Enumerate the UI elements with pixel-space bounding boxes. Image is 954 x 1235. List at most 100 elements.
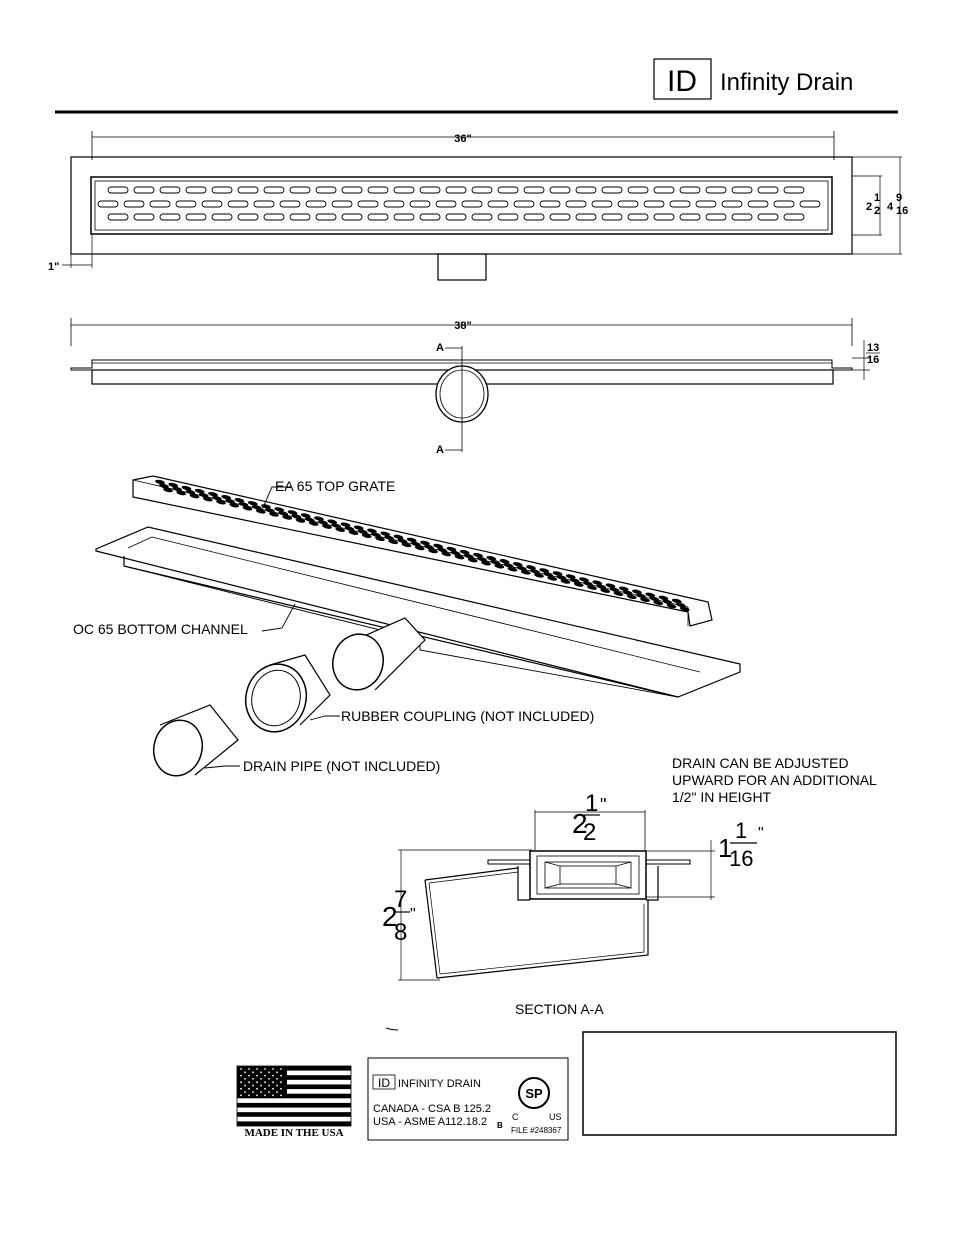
grate-slot — [380, 531, 391, 537]
grate-slot — [445, 186, 467, 194]
grate-slot — [198, 492, 209, 498]
grate-slot — [486, 555, 497, 561]
grate-slot — [428, 548, 438, 554]
grate-slot — [263, 186, 285, 194]
grate-slot — [600, 588, 611, 593]
grate-slot — [300, 513, 311, 518]
grate-slot — [163, 487, 173, 493]
grate-slot — [575, 213, 597, 221]
grate-slot — [565, 574, 576, 579]
grate-slot — [721, 200, 743, 208]
flag-star — [252, 1078, 254, 1080]
label-coupling: RUBBER COUPLING (NOT INCLUDED) — [341, 708, 594, 724]
grate-slot — [221, 494, 232, 500]
flag-star — [272, 1081, 274, 1084]
grate-slot — [401, 542, 412, 548]
flag-star — [256, 1081, 258, 1084]
grate-slot — [573, 582, 584, 587]
flag-star — [260, 1078, 262, 1080]
flag-stripe — [237, 1084, 351, 1090]
grate-slot — [253, 200, 275, 208]
grate-slot — [640, 597, 650, 603]
grate-slot — [653, 186, 675, 194]
flag-star — [264, 1081, 266, 1084]
grate-width-den: 2 — [874, 205, 880, 217]
grate-slot — [773, 200, 795, 208]
grate-slot — [731, 186, 753, 194]
flag-star — [276, 1084, 278, 1087]
grate-slot — [450, 550, 461, 556]
grate-slot — [341, 213, 363, 221]
grate-slot — [583, 581, 593, 586]
cert-line2: USA - ASME A112.18.2 — [373, 1116, 487, 1128]
grate-slot — [662, 599, 673, 605]
grate-slot — [168, 482, 179, 488]
grate-slot — [185, 489, 196, 495]
grate-slots — [97, 186, 821, 221]
grate-slot — [133, 186, 155, 194]
flag-stripe — [237, 1093, 351, 1099]
grate-slot — [653, 213, 675, 221]
grate-slot — [255, 509, 266, 514]
flag-star — [252, 1084, 254, 1087]
top-view: 36" 2 1 2 4 9 16 1" — [48, 131, 908, 281]
flag-star — [276, 1071, 278, 1074]
grate-slot — [315, 213, 337, 221]
grate-slot — [731, 213, 753, 221]
grate-slot — [666, 603, 677, 609]
flag-star — [268, 1091, 270, 1093]
flag-star — [272, 1068, 274, 1070]
flag-stripe — [237, 1121, 351, 1126]
grate-slot — [305, 200, 327, 208]
grate-slot — [397, 538, 408, 544]
grate-slot — [587, 585, 597, 590]
grate-slot — [375, 536, 385, 542]
section-note-1: DRAIN CAN BE ADJUSTED — [672, 755, 849, 771]
grate-slot — [361, 533, 372, 539]
flag-star — [244, 1084, 246, 1087]
grate-slot — [295, 518, 306, 523]
cert-brand-mark: ID — [378, 1076, 390, 1090]
section-width-inch: " — [600, 795, 606, 815]
grate-slot — [185, 186, 207, 194]
grate-slot — [747, 200, 769, 208]
grate-slot — [627, 186, 649, 194]
grate-slot — [632, 589, 642, 595]
grate-slot — [410, 541, 421, 547]
grate-slot — [622, 590, 633, 596]
grate-slot — [783, 213, 805, 221]
grate-slot — [304, 517, 315, 522]
grate-slot — [695, 200, 717, 208]
grate-slot — [520, 570, 531, 575]
grate-slot — [384, 535, 395, 541]
grate-slot — [424, 544, 434, 550]
flag-star — [260, 1091, 262, 1093]
grate-slot — [636, 593, 646, 599]
grate-slot — [471, 186, 493, 194]
grate-slot — [513, 200, 535, 208]
flag-star — [268, 1078, 270, 1080]
flag-star — [268, 1084, 270, 1087]
brand-name: Infinity Drain — [720, 69, 853, 96]
flag-star — [256, 1087, 258, 1090]
flag-star — [280, 1087, 282, 1090]
grate-slot — [208, 491, 218, 497]
grate-slot — [340, 522, 351, 527]
grate-slot — [679, 186, 701, 194]
csa-logo-mark: SP — [525, 1086, 543, 1101]
grate-slot — [367, 528, 377, 534]
grate-slot — [649, 596, 660, 602]
flag-stripe — [237, 1066, 351, 1071]
grate-slot — [420, 540, 430, 546]
flag-star — [248, 1094, 250, 1097]
grate-slot — [393, 186, 415, 194]
section-grate-h-num: 1 — [735, 818, 747, 843]
grate-width-whole: 2 — [866, 201, 872, 213]
grate-slot — [534, 573, 544, 578]
cert-brand: INFINITY DRAIN — [398, 1078, 481, 1090]
grate-slot — [454, 554, 465, 560]
flag-star — [252, 1091, 254, 1093]
grate-slot — [609, 587, 620, 592]
grate-slot — [575, 186, 597, 194]
